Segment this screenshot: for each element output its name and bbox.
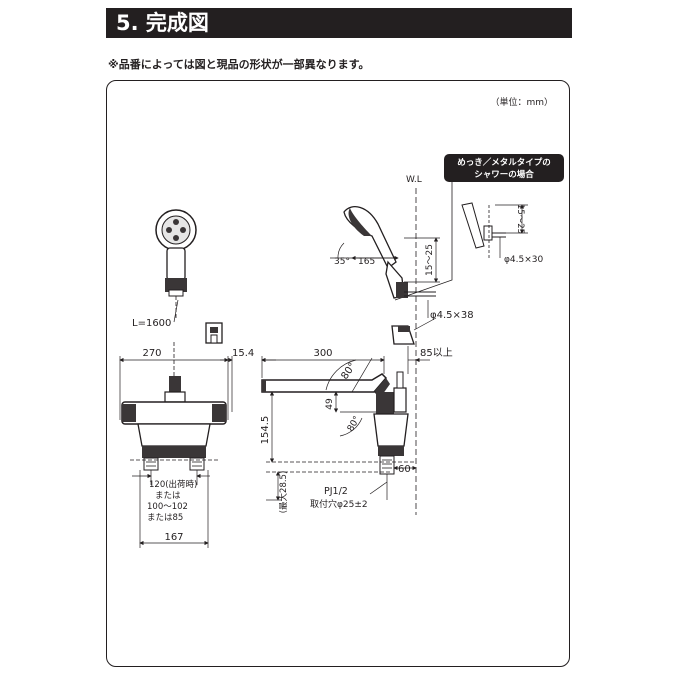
body-height-label: 154.5 bbox=[260, 416, 271, 445]
left-handle bbox=[122, 404, 136, 422]
drawing-frame bbox=[106, 80, 570, 667]
spout-height-label: 49 bbox=[325, 398, 335, 410]
inset-title-line2: シャワーの場合 bbox=[474, 169, 534, 180]
inset-leader-line bbox=[394, 182, 453, 301]
holder-icon bbox=[205, 322, 223, 344]
pitch-alt3: または85 bbox=[147, 513, 183, 523]
shower-holder-front bbox=[165, 278, 187, 292]
spout-angle-label: 80° bbox=[339, 361, 358, 382]
depth-label: 167 bbox=[164, 532, 183, 543]
water-line-label: W.L bbox=[406, 175, 422, 185]
inset-shower-grip bbox=[461, 202, 485, 249]
holder-reach-label: 165 bbox=[358, 257, 375, 267]
inset-holder bbox=[483, 225, 493, 241]
max-thickness-label: (最大28.5) bbox=[278, 471, 289, 514]
product-note: ※品番によっては図と現品の形状が一部異なります。 bbox=[108, 58, 370, 71]
unit-label: （単位：mm） bbox=[490, 96, 553, 108]
mount-hole-label: 取付穴φ25±2 bbox=[310, 498, 368, 510]
holder-screw-label: φ4.5×38 bbox=[430, 310, 474, 321]
wall-clearance-label: 85以上 bbox=[420, 347, 453, 359]
thread-label: PJ1/2 bbox=[324, 486, 348, 497]
body-main bbox=[121, 401, 227, 425]
spout-length-label: 300 bbox=[313, 348, 332, 359]
faucet-body-front: 270 bbox=[119, 342, 229, 548]
inset-dim-height: 15～25 bbox=[515, 204, 525, 234]
pitch-label: 120(出荷時) bbox=[149, 479, 197, 490]
holder-height-label: 15～25 bbox=[425, 244, 435, 276]
spout bbox=[261, 373, 388, 393]
inset-title-box bbox=[444, 154, 564, 182]
pitch-alt1: または bbox=[155, 491, 181, 501]
shower-handle bbox=[166, 247, 186, 281]
side-holder bbox=[396, 282, 408, 298]
hose-length-label: L=1600 bbox=[132, 318, 171, 329]
shower-head-front bbox=[155, 209, 197, 318]
lower-angle-label: 80° bbox=[346, 415, 363, 434]
shower-head-side bbox=[343, 206, 415, 345]
metal-shower-inset: めっき／メタルタイプの シャワーの場合 15～25 φ4.5×30 bbox=[394, 154, 564, 301]
holder-angle-label: 35° bbox=[334, 257, 350, 267]
right-handle bbox=[212, 404, 226, 422]
body-width-label: 270 bbox=[142, 348, 161, 359]
section-header: 5. 完成図 bbox=[106, 8, 572, 38]
offset-label: 15.4 bbox=[232, 348, 254, 359]
base-width-label: 60 bbox=[398, 464, 411, 475]
inset-title-line1: めっき／メタルタイプの bbox=[457, 157, 551, 168]
pitch-alt2: 100～102 bbox=[147, 502, 188, 512]
section-title: 5. 完成図 bbox=[116, 11, 209, 35]
inset-dim-screw: φ4.5×30 bbox=[504, 255, 544, 265]
